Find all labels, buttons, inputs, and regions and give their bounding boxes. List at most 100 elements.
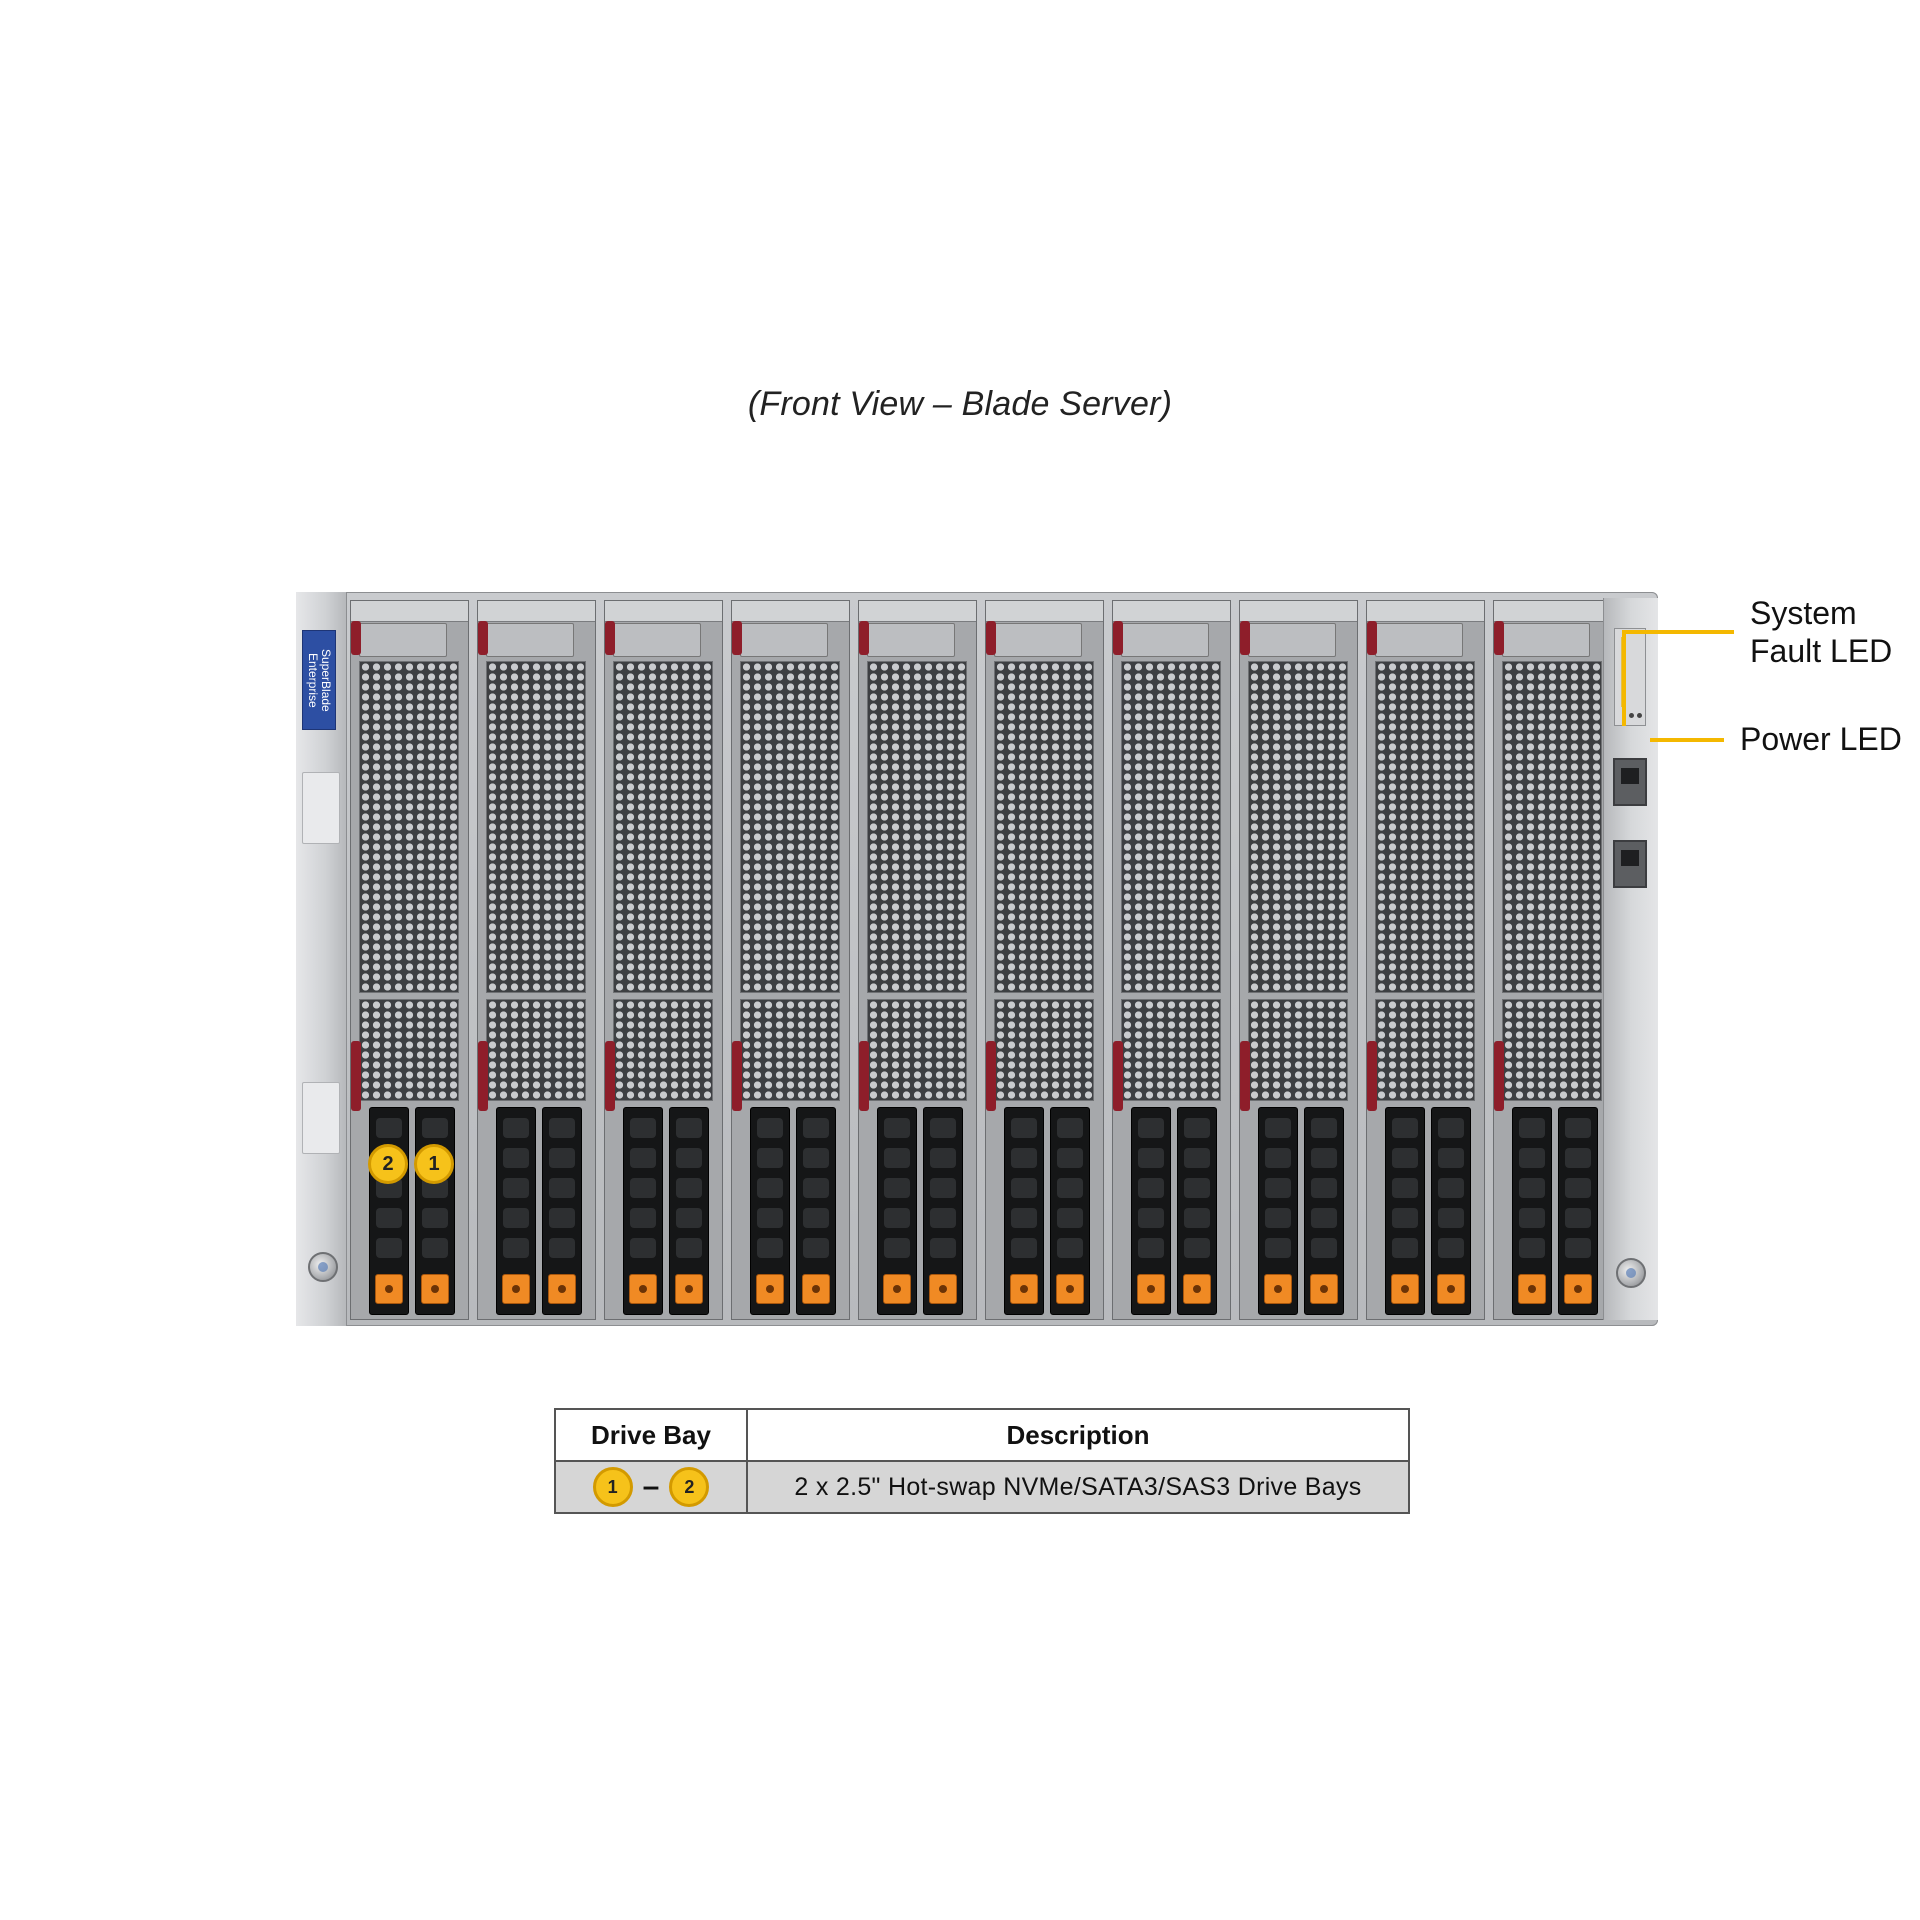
- drive-carrier[interactable]: [750, 1107, 790, 1315]
- blade-release-latch[interactable]: [1240, 1041, 1250, 1111]
- drive-release-button[interactable]: [1264, 1274, 1292, 1304]
- drive-carrier[interactable]: [1050, 1107, 1090, 1315]
- blade-top-handle[interactable]: [359, 623, 447, 657]
- drive-carrier[interactable]: [542, 1107, 582, 1315]
- drive-release-button[interactable]: [421, 1274, 449, 1304]
- drive-vent-slot: [676, 1148, 702, 1168]
- drive-vent-slot: [676, 1118, 702, 1138]
- drive-carrier[interactable]: [415, 1107, 455, 1315]
- drive-vent-slot: [1565, 1148, 1591, 1168]
- drive-carrier[interactable]: [496, 1107, 536, 1315]
- blade-release-latch[interactable]: [1367, 1041, 1377, 1111]
- drive-vent-slot: [1519, 1148, 1545, 1168]
- blade-release-latch[interactable]: [478, 1041, 488, 1111]
- blade-top-latch[interactable]: [605, 621, 615, 655]
- drive-release-button[interactable]: [802, 1274, 830, 1304]
- blade-top-handle[interactable]: [740, 623, 828, 657]
- drive-vent-slot: [1184, 1148, 1210, 1168]
- drive-release-button[interactable]: [1391, 1274, 1419, 1304]
- drive-vent-slot: [1011, 1118, 1037, 1138]
- blade-top-handle[interactable]: [486, 623, 574, 657]
- blade-top-handle[interactable]: [1375, 623, 1463, 657]
- drive-release-button[interactable]: [1056, 1274, 1084, 1304]
- blade-top-latch[interactable]: [1113, 621, 1123, 655]
- drive-carrier[interactable]: [1385, 1107, 1425, 1315]
- drive-release-button[interactable]: [1310, 1274, 1338, 1304]
- drive-carrier[interactable]: [796, 1107, 836, 1315]
- blade-top-latch[interactable]: [1494, 621, 1504, 655]
- drive-carrier[interactable]: [877, 1107, 917, 1315]
- blade-upper-vent: [867, 661, 967, 993]
- drive-carrier[interactable]: [669, 1107, 709, 1315]
- drive-carrier[interactable]: [923, 1107, 963, 1315]
- blade-top-handle[interactable]: [867, 623, 955, 657]
- drive-release-button[interactable]: [675, 1274, 703, 1304]
- blade-top-latch[interactable]: [1367, 621, 1377, 655]
- drive-vent-slot: [884, 1208, 910, 1228]
- drive-vent-slot: [1265, 1238, 1291, 1258]
- blade-top-latch[interactable]: [859, 621, 869, 655]
- drive-carrier[interactable]: [1177, 1107, 1217, 1315]
- drive-vent-slot: [930, 1238, 956, 1258]
- drive-release-button[interactable]: [1010, 1274, 1038, 1304]
- drive-release-button[interactable]: [883, 1274, 911, 1304]
- drive-release-button[interactable]: [629, 1274, 657, 1304]
- blade-release-latch[interactable]: [1494, 1041, 1504, 1111]
- drive-carrier[interactable]: [1258, 1107, 1298, 1315]
- drive-vent-slot: [1565, 1208, 1591, 1228]
- blade-top-latch[interactable]: [351, 621, 361, 655]
- drive-vent-slot: [757, 1118, 783, 1138]
- left-thumbscrew-icon[interactable]: [308, 1252, 338, 1282]
- drive-vent-slot: [1519, 1178, 1545, 1198]
- drive-vent-slot: [630, 1118, 656, 1138]
- blade-top-latch[interactable]: [1240, 621, 1250, 655]
- drive-carrier[interactable]: [1558, 1107, 1598, 1315]
- right-thumbscrew-icon[interactable]: [1616, 1258, 1646, 1288]
- ethernet-port-icon[interactable]: [1613, 758, 1647, 806]
- drive-vent-slot: [422, 1208, 448, 1228]
- drive-carrier[interactable]: [369, 1107, 409, 1315]
- blade-release-latch[interactable]: [859, 1041, 869, 1111]
- blade-top-handle[interactable]: [1502, 623, 1590, 657]
- drive-vent-slot: [930, 1148, 956, 1168]
- drive-release-button[interactable]: [1564, 1274, 1592, 1304]
- blade-release-latch[interactable]: [605, 1041, 615, 1111]
- drive-carrier[interactable]: [623, 1107, 663, 1315]
- blade-module: [731, 600, 850, 1320]
- blade-release-latch[interactable]: [1113, 1041, 1123, 1111]
- drive-vent-slot: [1184, 1178, 1210, 1198]
- blade-top-handle[interactable]: [1248, 623, 1336, 657]
- drive-release-button[interactable]: [1137, 1274, 1165, 1304]
- drive-release-button[interactable]: [1183, 1274, 1211, 1304]
- blade-top-handle[interactable]: [1121, 623, 1209, 657]
- blade-top-handle[interactable]: [994, 623, 1082, 657]
- blade-top-latch[interactable]: [478, 621, 488, 655]
- power-led-icon: [1629, 713, 1634, 718]
- blade-top-bar: [986, 601, 1103, 622]
- drive-vent-slot: [1265, 1178, 1291, 1198]
- drive-carrier[interactable]: [1304, 1107, 1344, 1315]
- drive-vent-slot: [1138, 1118, 1164, 1138]
- drive-release-button[interactable]: [502, 1274, 530, 1304]
- blade-top-handle[interactable]: [613, 623, 701, 657]
- drive-release-button[interactable]: [1437, 1274, 1465, 1304]
- drive-vent-slot: [1311, 1148, 1337, 1168]
- blade-top-latch[interactable]: [986, 621, 996, 655]
- management-port-icon[interactable]: [1613, 840, 1647, 888]
- drive-release-button[interactable]: [1518, 1274, 1546, 1304]
- drive-release-button[interactable]: [756, 1274, 784, 1304]
- table-row: 1 – 2 2 x 2.5" Hot-swap NVMe/SATA3/SAS3 …: [554, 1460, 1410, 1514]
- drive-release-button[interactable]: [548, 1274, 576, 1304]
- drive-carrier[interactable]: [1512, 1107, 1552, 1315]
- drive-carrier[interactable]: [1004, 1107, 1044, 1315]
- blade-top-latch[interactable]: [732, 621, 742, 655]
- drive-release-button[interactable]: [929, 1274, 957, 1304]
- blade-release-latch[interactable]: [351, 1041, 361, 1111]
- blade-module: [604, 600, 723, 1320]
- drive-carrier[interactable]: [1131, 1107, 1171, 1315]
- blade-release-latch[interactable]: [986, 1041, 996, 1111]
- drive-release-button[interactable]: [375, 1274, 403, 1304]
- blade-release-latch[interactable]: [732, 1041, 742, 1111]
- drive-vent-slot: [503, 1178, 529, 1198]
- drive-carrier[interactable]: [1431, 1107, 1471, 1315]
